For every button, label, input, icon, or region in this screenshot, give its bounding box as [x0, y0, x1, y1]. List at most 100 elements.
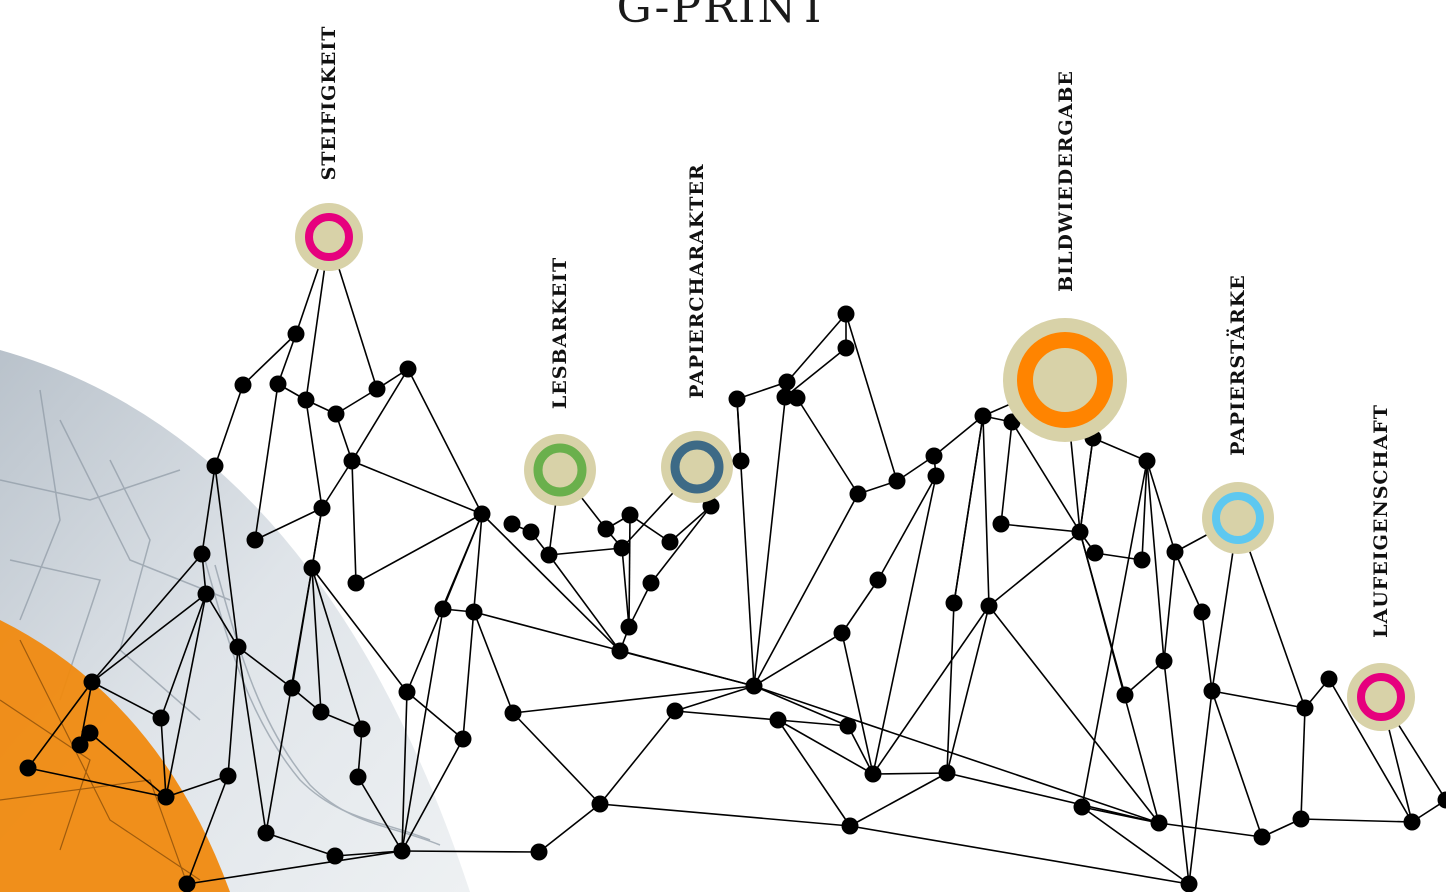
network-node — [667, 703, 684, 720]
network-edge — [513, 686, 754, 713]
network-edge — [1212, 691, 1305, 708]
network-node — [614, 540, 631, 557]
network-node — [1117, 687, 1134, 704]
network-node — [474, 506, 491, 523]
property-marker — [524, 434, 596, 506]
network-edge — [675, 711, 778, 720]
network-edge — [1001, 422, 1012, 524]
network-edge — [1202, 612, 1212, 691]
network-node — [729, 391, 746, 408]
network-edge — [539, 804, 600, 852]
network-node — [394, 843, 411, 860]
network-node — [258, 825, 275, 842]
label-laufeigenschaft: LAUFEIGENSCHAFT — [1370, 404, 1392, 638]
network-edge — [600, 711, 675, 804]
network-edge — [754, 686, 1159, 823]
network-node — [1072, 524, 1089, 541]
network-node — [158, 789, 175, 806]
network-edge — [1175, 552, 1202, 612]
network-node — [350, 769, 367, 786]
network-node — [1438, 792, 1446, 809]
network-edge — [754, 686, 848, 726]
network-node — [1181, 876, 1198, 893]
network-node — [1156, 653, 1173, 670]
network-node — [746, 678, 763, 695]
network-node — [1139, 453, 1156, 470]
network-edge — [947, 773, 1159, 823]
network-node — [153, 710, 170, 727]
network-node — [993, 516, 1010, 533]
network-edge — [934, 416, 983, 456]
network-edge — [850, 773, 947, 826]
network-edge — [407, 692, 463, 739]
network-edge — [1001, 524, 1080, 532]
network-node — [834, 625, 851, 642]
network-edge — [600, 804, 850, 826]
network-edge — [1093, 438, 1147, 461]
network-node — [842, 818, 859, 835]
network-edge — [408, 369, 482, 514]
network-node — [598, 521, 615, 538]
network-edge — [846, 314, 897, 481]
network-node — [622, 507, 639, 524]
marker-center — [1227, 507, 1249, 529]
network-edge — [402, 851, 539, 852]
network-node — [230, 639, 247, 656]
network-node — [1151, 815, 1168, 832]
network-node — [1321, 671, 1338, 688]
network-edge — [549, 548, 622, 555]
network-node — [198, 586, 215, 603]
network-edge — [513, 713, 600, 804]
network-node — [298, 392, 315, 409]
network-node — [1204, 683, 1221, 700]
network-node — [926, 448, 943, 465]
network-node — [531, 844, 548, 861]
network-edge — [754, 494, 858, 686]
network-edge — [954, 416, 983, 603]
network-edge — [549, 555, 620, 651]
network-node — [304, 560, 321, 577]
page-title: G-PRINT — [0, 0, 1446, 33]
label-bildwiedergabe: BILDWIEDERGABE — [1055, 70, 1077, 292]
network-node — [327, 848, 344, 865]
network-edge — [1159, 823, 1262, 837]
marker-center — [320, 228, 338, 246]
network-edge — [878, 476, 936, 580]
network-node — [1087, 545, 1104, 562]
network-node — [838, 306, 855, 323]
property-marker — [295, 203, 363, 271]
network-node — [840, 718, 857, 735]
network-node — [592, 796, 609, 813]
network-node — [179, 876, 196, 893]
network-edge — [754, 633, 842, 686]
label-steifigkeit: STEIFIGKEIT — [318, 26, 340, 181]
network-edge — [989, 532, 1080, 606]
property-marker — [1003, 318, 1127, 442]
network-edge — [1164, 552, 1175, 661]
network-node — [946, 595, 963, 612]
network-node — [1134, 552, 1151, 569]
network-node — [612, 643, 629, 660]
network-edge — [754, 382, 787, 686]
label-papierstaerke: PAPIERSTÄRKE — [1227, 274, 1249, 455]
network-edge — [797, 398, 858, 494]
network-edge — [352, 461, 482, 514]
network-edge — [842, 580, 878, 633]
network-node — [505, 705, 522, 722]
network-node — [662, 534, 679, 551]
label-lesbarkeit: LESBARKEIT — [549, 257, 571, 409]
network-edge — [622, 548, 629, 627]
network-edge — [443, 514, 482, 609]
network-node — [235, 377, 252, 394]
network-edge — [785, 348, 846, 397]
network-node — [621, 619, 638, 636]
marker-center — [550, 460, 570, 480]
marker-center — [687, 457, 707, 477]
network-edge — [651, 506, 711, 583]
network-edge — [737, 399, 741, 461]
property-marker — [1347, 663, 1415, 731]
network-node — [399, 684, 416, 701]
network-edge — [1212, 691, 1262, 837]
network-edge — [306, 400, 322, 508]
network-node — [435, 601, 452, 618]
